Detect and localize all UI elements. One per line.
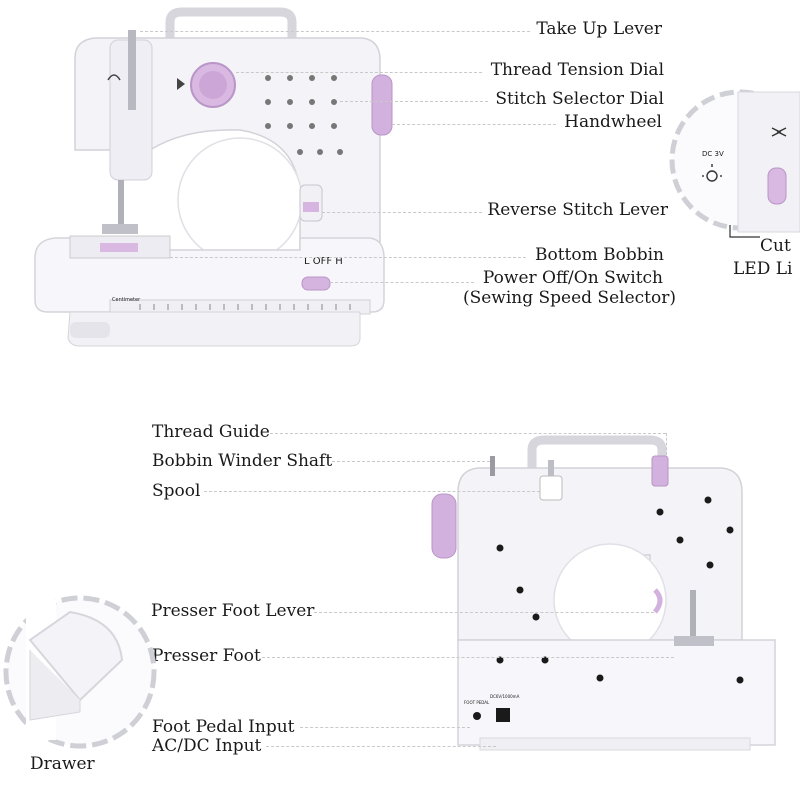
label-reverse-stitch-lever: Reverse Stitch Lever	[487, 200, 668, 220]
label-cutter: Cut	[760, 236, 791, 256]
label-led-light: LED Li	[733, 259, 793, 279]
dc-voltage-text: DC 3V	[702, 150, 724, 158]
presser-foot-lever	[653, 588, 663, 614]
label-spool: Spool	[152, 481, 201, 501]
spool-pin	[548, 460, 554, 490]
leader-ac-dc-input	[266, 746, 496, 747]
handwheel	[371, 74, 393, 136]
leader-thread-tension	[236, 72, 482, 73]
stitch-pattern-grid	[265, 75, 343, 155]
leader-reverse-stitch	[322, 212, 482, 213]
leader-take-up-lever	[140, 31, 530, 32]
leader-bobbin-winder	[332, 461, 490, 462]
dc-input-port	[496, 708, 510, 722]
back-needle-bar	[690, 590, 696, 640]
leader-presser-foot	[262, 657, 674, 658]
leader-bottom-bobbin	[170, 257, 526, 258]
power-switch	[301, 276, 331, 291]
leader-power-switch	[330, 282, 474, 283]
machine-foot	[67, 311, 361, 347]
bulb-icon	[702, 164, 722, 182]
foot-pedal-port-text: FOOT PEDAL	[464, 700, 490, 705]
back-carry-handle	[527, 435, 667, 473]
back-presser-foot	[674, 636, 714, 646]
leader-thread-guide-drop	[666, 433, 667, 455]
thread-guide	[651, 455, 669, 487]
dc-input-port-text: DC6V/1000mA	[490, 694, 520, 699]
label-ac-dc-input: AC/DC Input	[152, 736, 262, 756]
leader-thread-guide	[270, 433, 666, 434]
label-presser-foot-lever: Presser Foot Lever	[151, 601, 315, 621]
dial-pointer	[177, 78, 185, 90]
ruler-ticks	[139, 304, 351, 310]
label-presser-foot: Presser Foot	[152, 646, 261, 666]
label-handwheel: Handwheel	[564, 112, 662, 132]
scissors-icon	[771, 127, 787, 137]
leader-presser-foot-lever	[314, 612, 654, 613]
back-base	[457, 639, 776, 746]
leader-handwheel	[392, 124, 556, 125]
label-stitch-selector-dial: Stitch Selector Dial	[495, 89, 664, 109]
back-handwheel	[431, 493, 457, 559]
label-foot-pedal-input: Foot Pedal Input	[152, 717, 295, 737]
switch-position-text: L OFF H	[304, 256, 343, 267]
label-take-up-lever: Take Up Lever	[536, 19, 662, 39]
screw-holes	[496, 496, 744, 684]
needle-bar	[118, 180, 124, 230]
label-speed-selector: (Sewing Speed Selector)	[462, 288, 676, 308]
carry-handle	[165, 7, 297, 49]
led-switch	[767, 167, 787, 205]
label-thread-tension-dial: Thread Tension Dial	[490, 60, 664, 80]
take-up-lever	[128, 30, 136, 110]
leader-spool	[204, 491, 540, 492]
label-bobbin-winder-shaft: Bobbin Winder Shaft	[152, 451, 333, 471]
bobbin-winder-shaft	[490, 456, 495, 476]
label-power-switch: Power Off/On Switch	[482, 268, 663, 288]
spool	[539, 475, 563, 501]
presser-foot-front	[102, 224, 138, 234]
ruler-label: Centimeter	[112, 297, 141, 303]
label-bottom-bobbin: Bottom Bobbin	[534, 245, 664, 265]
foot-pedal-port	[473, 712, 481, 720]
thread-path-symbol	[107, 74, 121, 81]
leader-foot-pedal-input	[300, 727, 470, 728]
drawer-tray	[28, 610, 124, 702]
leader-stitch-selector	[340, 101, 488, 102]
label-thread-guide: Thread Guide	[152, 422, 270, 442]
label-drawer: Drawer	[30, 754, 95, 774]
